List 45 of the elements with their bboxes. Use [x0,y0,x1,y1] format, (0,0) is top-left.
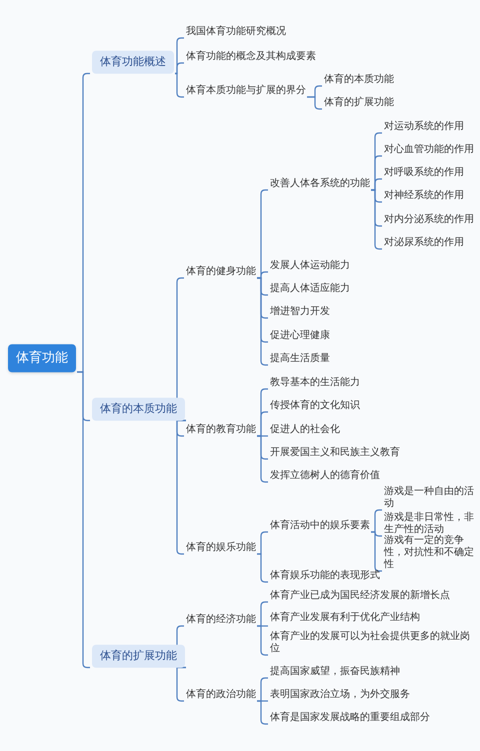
topic-text: 对神经系统的作用 [384,190,464,202]
topic-text: 提高国家威望，振奋民族精神 [270,666,400,678]
topic-text: 体育的娱乐功能 [186,542,256,554]
topic-text: 体育产业的发展可以为社会提供更多的就业岗位 [270,631,476,655]
root-node: 体育功能 [8,344,76,372]
topic-text: 发展人体运动能力 [270,260,350,272]
topic-text: 体育娱乐功能的表现形式 [270,570,380,582]
topic-text: 对运动系统的作用 [384,121,464,133]
topic-text: 传授体育的文化知识 [270,400,360,412]
topic-text: 促进人的社会化 [270,424,340,436]
topic-text: 对心血管功能的作用 [384,144,474,156]
topic-box: 体育的本质功能 [92,398,185,420]
topic-text: 提高人体适应能力 [270,283,350,295]
topic-text: 体育的本质功能 [324,74,394,86]
topic-box: 体育的扩展功能 [92,644,185,668]
topic-text: 体育产业已成为国民经济发展的新增长点 [270,590,450,602]
topic-text: 对泌尿系统的作用 [384,237,464,249]
topic-text: 促进心理健康 [270,330,330,342]
topic-text: 体育的扩展功能 [324,97,394,109]
topic-text: 改善人体各系统的功能 [270,178,370,190]
topic-text: 教导基本的生活能力 [270,377,360,389]
topic-text: 游戏有一定的竞争性，对抗性和不确定性 [384,535,476,571]
topic-text: 体育功能的概念及其构成要素 [186,51,316,63]
topic-text: 体育活动中的娱乐要素 [270,520,370,532]
topic-text: 体育的政治功能 [186,689,256,701]
topic-text: 表明国家政治立场，为外交服务 [270,689,410,701]
topic-text: 我国体育功能研究概况 [186,26,286,38]
topic-text: 提高生活质量 [270,353,330,365]
topic-text: 体育的经济功能 [186,614,256,626]
topic-text: 对呼吸系统的作用 [384,167,464,179]
topic-text: 对内分泌系统的作用 [384,214,474,226]
topic-text: 体育产业发展有利于优化产业结构 [270,612,420,624]
topic-text: 发挥立德树人的德育价值 [270,470,380,482]
connector-line [257,553,268,583]
topic-box: 体育功能概述 [92,50,174,74]
connector-line [307,96,322,110]
topic-text: 体育的教育功能 [186,424,256,436]
topic-text: 体育的健身功能 [186,266,256,278]
topic-text: 开展爱国主义和民族主义教育 [270,447,400,459]
topic-text: 游戏是非日常性，非生产性的活动 [384,512,476,536]
topic-text: 体育是国家发展战略的重要组成部分 [270,712,430,724]
connector-line [175,62,184,74]
topic-text: 增进智力开发 [270,306,330,318]
topic-text: 游戏是一种自由的活动 [384,486,476,510]
topic-text: 体育本质功能与扩展的界分 [186,85,306,97]
